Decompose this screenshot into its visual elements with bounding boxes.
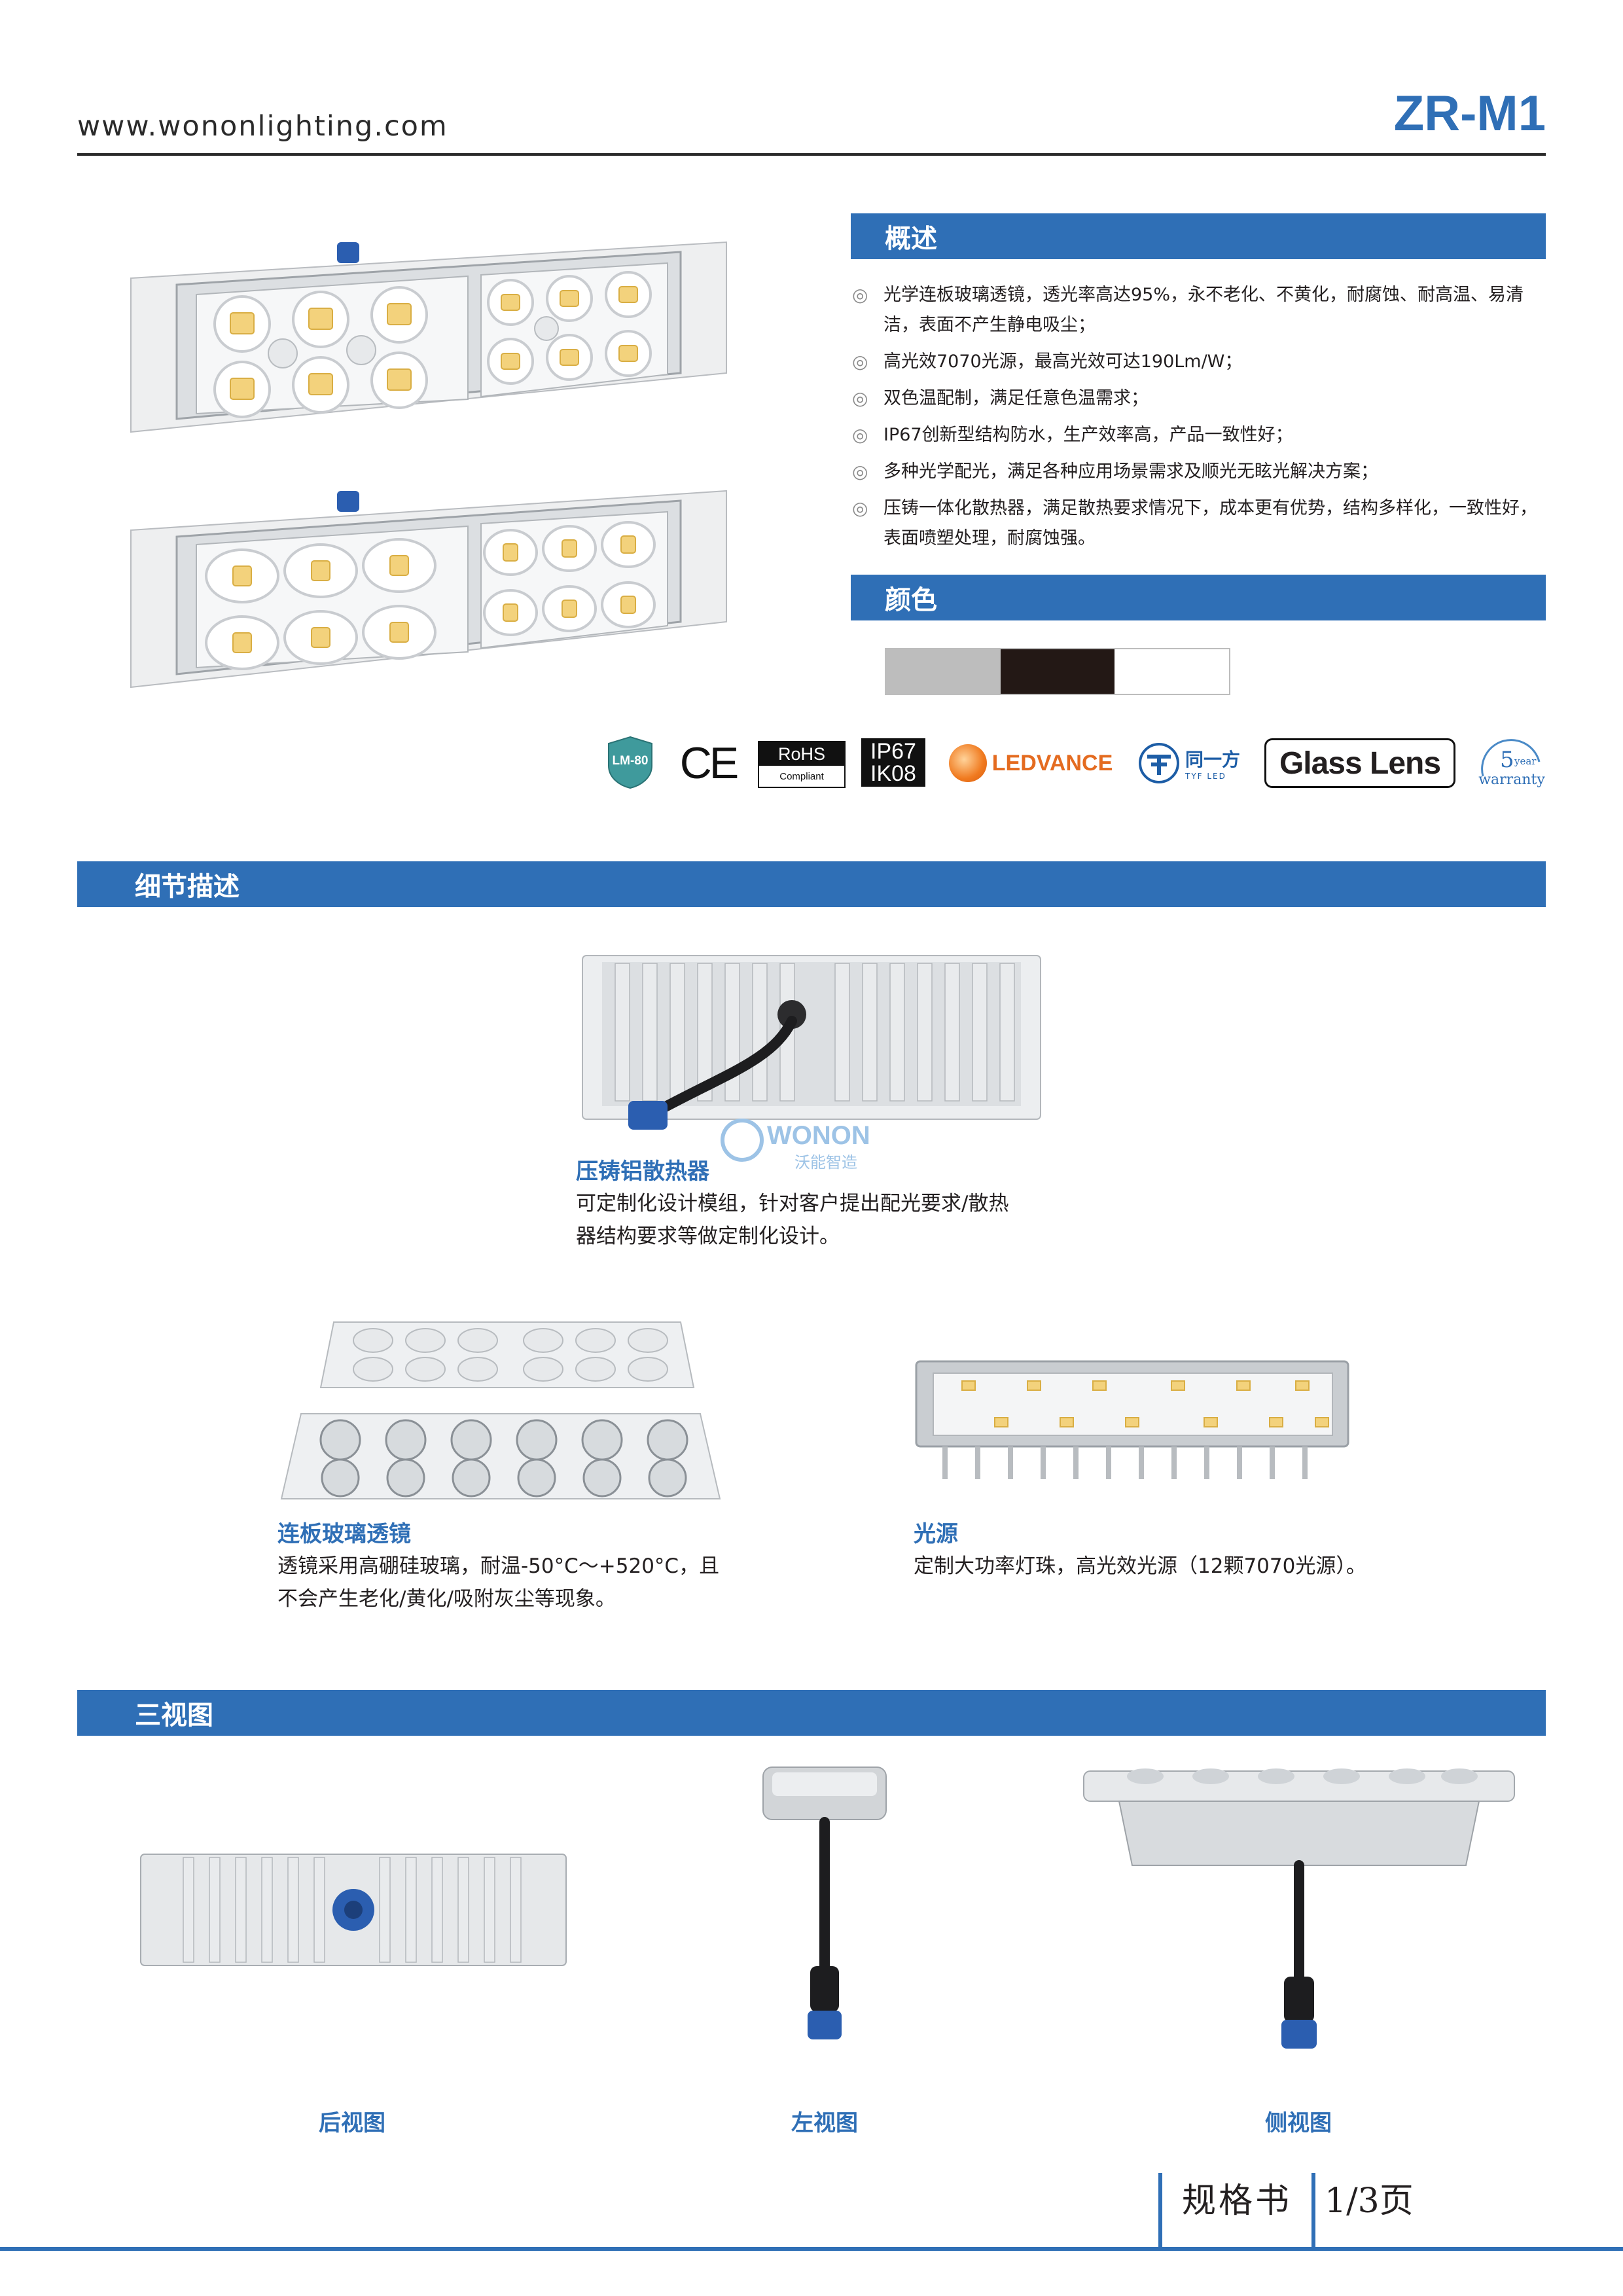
feature-text: IP67创新型结构防水，生产效率高，产品一致性好； <box>883 425 1293 445</box>
led-chips <box>961 1380 1329 1427</box>
lens-title: 连板玻璃透镜 <box>277 1521 411 1547</box>
color-swatches <box>885 648 1230 695</box>
tyf-en: TYF LED <box>1185 772 1226 781</box>
swatch-black <box>1000 649 1115 694</box>
tyf-emblem-icon <box>1138 743 1179 783</box>
feature-text: 光学连板玻璃透镜，透光率高达95%，永不老化、不黄化，耐腐蚀、耐高温、易清洁，表… <box>883 285 1524 335</box>
lm80-label: LM-80 <box>613 754 649 768</box>
lens-cups <box>319 1328 688 1498</box>
footer-rule <box>0 2247 1623 2251</box>
warranty-badge-icon: 5 year warranty <box>1478 739 1545 788</box>
footer-spec-label: 规格书 <box>1182 2181 1293 2221</box>
lens-oval-right <box>483 521 656 636</box>
colors-heading: 颜色 <box>851 575 1546 620</box>
ledvance-sun-icon <box>948 744 987 782</box>
warranty-unit: year <box>1514 755 1537 767</box>
light-source-title: 光源 <box>914 1521 958 1547</box>
bullet-icon: ◎ <box>852 284 868 306</box>
tyf-cn: 同一方 <box>1185 749 1240 770</box>
back-fins <box>183 1857 522 1963</box>
back-view-drawing <box>140 1854 567 1966</box>
left-view-label: 左视图 <box>791 2110 858 2136</box>
wonon-watermark-logo: WONON 沃能智造 <box>721 1119 870 1172</box>
page-number: 1/3页 <box>1325 2181 1414 2221</box>
rohs-badge: RoHS Compliant <box>758 741 846 788</box>
swatch-grey <box>886 649 1001 694</box>
ce-mark-icon: CE <box>679 738 739 788</box>
product-photo-bottom <box>111 471 746 713</box>
site-url[interactable]: www.wononlighting.com <box>77 110 448 143</box>
swatch-white <box>1115 649 1230 694</box>
heatsink-title: 压铸铝散热器 <box>576 1158 709 1185</box>
side-fins <box>1118 1801 1480 1866</box>
model-number: ZR-M1 <box>1393 86 1546 141</box>
module-top <box>130 241 727 433</box>
lens-text-line1: 透镜采用高硼硅玻璃，耐温-50°C～+520°C，且 <box>277 1554 720 1578</box>
bullet-icon: ◎ <box>852 424 868 446</box>
heatsink-photo <box>582 955 1041 1130</box>
watermark-cn: 沃能智造 <box>794 1153 857 1172</box>
heatsink-text-line2: 器结构要求等做定制化设计。 <box>576 1225 840 1248</box>
source-fins <box>942 1446 1308 1479</box>
header-rule <box>77 153 1546 156</box>
bullet-icon: ◎ <box>852 461 868 482</box>
ik-rating: IK08 <box>870 761 916 786</box>
overview-heading: 概述 <box>851 213 1546 259</box>
feature-item: ◎ 多种光学配光，满足各种应用场景需求及顺光无眩光解决方案； <box>851 457 1546 487</box>
tyf-text: 同一方 TYF LED <box>1185 745 1240 781</box>
glass-lens-badge: Glass Lens <box>1264 738 1455 788</box>
feature-text: 多种光学配光，满足各种应用场景需求及顺光无眩光解决方案； <box>883 461 1378 482</box>
ledvance-logo: LEDVANCE <box>948 737 1113 789</box>
feature-list: ◎ 光学连板玻璃透镜，透光率高达95%，永不老化、不黄化，耐腐蚀、耐高温、易清洁… <box>851 280 1546 560</box>
lm80-badge-icon: LM-80 <box>608 736 652 789</box>
feature-item: ◎ 光学连板玻璃透镜，透光率高达95%，永不老化、不黄化，耐腐蚀、耐高温、易清洁… <box>851 280 1546 340</box>
warranty-word: warranty <box>1478 772 1545 788</box>
back-view-label: 后视图 <box>319 2110 385 2136</box>
footer-divider-left <box>1158 2173 1162 2249</box>
lens-text-line2: 不会产生老化/黄化/吸附灰尘等现象。 <box>277 1587 616 1611</box>
ip-rating: IP67 <box>870 739 916 764</box>
bullet-icon: ◎ <box>852 387 868 409</box>
side-bumps <box>1127 1768 1478 1784</box>
feature-text: 双色温配制，满足任意色温需求； <box>883 388 1149 408</box>
lens-row-right <box>487 271 652 385</box>
feature-text: 压铸一体化散热器，满足散热要求情况下，成本更有优势，结构多样化，一致性好，表面喷… <box>883 498 1537 548</box>
feature-item: ◎ 高光效7070光源，最高光效可达190Lm/W； <box>851 347 1546 377</box>
details-heading: 细节描述 <box>77 861 1546 907</box>
bullet-icon: ◎ <box>852 497 868 519</box>
heatsink-fins <box>615 963 1015 1102</box>
feature-item: ◎ IP67创新型结构防水，生产效率高，产品一致性好； <box>851 420 1546 450</box>
views-heading: 三视图 <box>77 1690 1546 1736</box>
side-view-label: 侧视图 <box>1265 2110 1332 2136</box>
rohs-compliant: Compliant <box>779 770 824 782</box>
light-source-text: 定制大功率灯珠，高光效光源（12颗7070光源）。 <box>914 1554 1366 1578</box>
product-photo-top <box>111 223 746 458</box>
feature-item: ◎ 压铸一体化散热器，满足散热要求情况下，成本更有优势，结构多样化，一致性好，表… <box>851 493 1546 554</box>
ip-rating-badge: IP67 IK08 <box>861 738 925 787</box>
feature-item: ◎ 双色温配制，满足任意色温需求； <box>851 384 1546 414</box>
watermark-brand: WONON <box>767 1121 870 1150</box>
ledvance-wordmark: LEDVANCE <box>991 750 1113 776</box>
footer-divider-right <box>1311 2173 1315 2249</box>
warranty-number: 5 <box>1500 747 1514 773</box>
tyf-logo: 同一方 TYF LED <box>1131 737 1247 789</box>
glass-lens-photo <box>280 1321 721 1499</box>
light-source-photo <box>915 1360 1349 1479</box>
module-bottom <box>130 490 727 689</box>
lens-row-left <box>213 286 428 418</box>
side-view-drawing <box>1083 1768 1515 2049</box>
rohs-label: RoHS <box>759 742 844 766</box>
heatsink-text-line1: 可定制化设计模组，针对客户提出配光要求/散热 <box>576 1192 1009 1215</box>
lens-oval-left <box>205 538 437 670</box>
left-view-drawing <box>762 1767 887 2039</box>
feature-text: 高光效7070光源，最高光效可达190Lm/W； <box>883 351 1243 372</box>
bullet-icon: ◎ <box>852 351 868 372</box>
